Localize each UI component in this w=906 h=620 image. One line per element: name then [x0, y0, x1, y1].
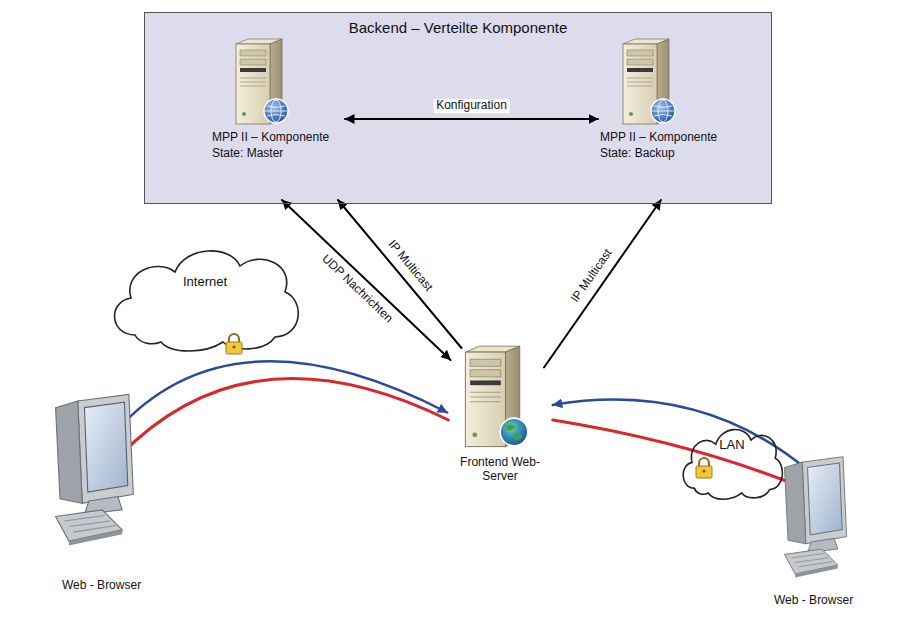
edge-label: UDP Nachrichten — [317, 251, 398, 329]
network-cloud: Internet — [105, 240, 305, 355]
node-label: LAN — [719, 437, 744, 453]
padlock-icon — [696, 458, 712, 478]
node-label: Web - Browser — [774, 593, 853, 607]
computer-icon — [772, 455, 852, 597]
server-node: MPP II – KomponenteState: Master — [205, 38, 345, 200]
backend-fill — [144, 12, 772, 204]
node-label: Internet — [183, 274, 227, 290]
client-link — [553, 400, 809, 472]
message-arrow — [282, 200, 451, 360]
message-arrow — [338, 200, 462, 348]
browser-client: Web - Browser — [36, 392, 176, 604]
computer-icon — [40, 392, 140, 570]
browser-client: Web - Browser — [770, 455, 900, 617]
padlock-icon — [226, 334, 242, 354]
node-label: MPP II – Komponente — [212, 130, 329, 144]
globe-badge — [499, 417, 529, 447]
node-sublabel: State: Master — [212, 146, 283, 160]
server-node: MPP II – KomponenteState: Backup — [598, 38, 738, 200]
cloud-outline — [105, 240, 305, 355]
node-sublabel: State: Backup — [600, 146, 675, 160]
message-arrow — [544, 200, 661, 368]
globe-badge — [650, 98, 676, 124]
message-arrow — [345, 118, 598, 120]
node-label: Web - Browser — [62, 578, 141, 592]
node-label: Backend – Verteilte Komponente — [349, 19, 567, 37]
globe-badge — [263, 98, 289, 124]
cloud-outline — [678, 422, 786, 502]
node-label: MPP II – Komponente — [600, 130, 717, 144]
client-link — [120, 379, 448, 456]
client-link — [553, 420, 803, 487]
edge-label: Konfiguration — [433, 99, 510, 113]
web-server-node: Frontend Web-Server — [445, 345, 555, 495]
network-cloud: LAN — [678, 422, 786, 502]
node-label: Frontend Web-Server — [457, 455, 543, 484]
